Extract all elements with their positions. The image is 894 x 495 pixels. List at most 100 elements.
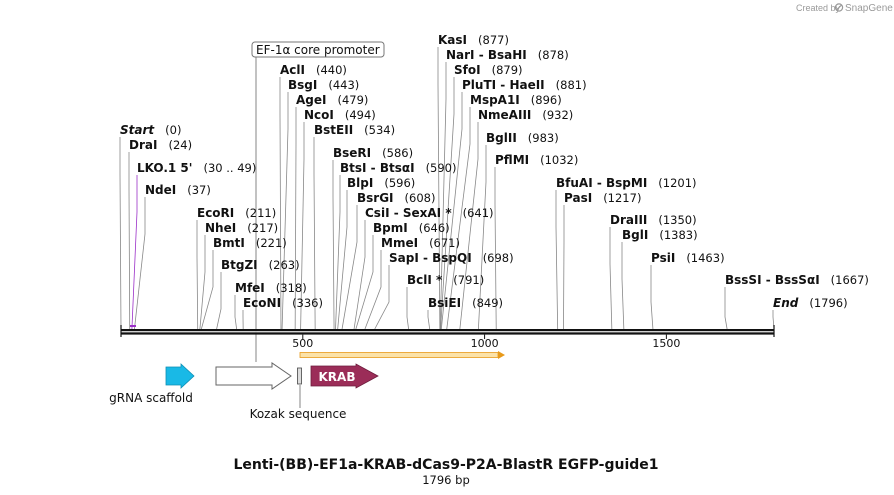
site-position: (0) <box>165 123 181 137</box>
site-leader-line <box>427 310 431 330</box>
site-name: BglII <box>486 131 517 145</box>
site-leader-line <box>119 137 122 330</box>
site-name: AclI <box>280 63 305 77</box>
site-label: EcoNI(336) <box>243 296 323 310</box>
site-label: BsgI(443) <box>288 78 359 92</box>
site-name: EcoNI <box>243 296 281 310</box>
site-leader-line <box>128 152 131 330</box>
site-leader-line <box>234 295 238 330</box>
site-position: (881) <box>556 78 587 92</box>
site-position: (1667) <box>831 273 869 287</box>
site-position: (494) <box>345 108 376 122</box>
site-label: DraI(24) <box>129 138 192 152</box>
site-position: (608) <box>405 191 436 205</box>
site-leader-line <box>199 235 206 330</box>
site-name: Start <box>120 123 155 137</box>
site-label: BsrGI(608) <box>357 191 435 205</box>
grna-scaffold-feature: gRNA scaffold <box>109 363 195 405</box>
site-position: (534) <box>364 123 395 137</box>
site-position: (932) <box>542 108 573 122</box>
site-label: BglI(1383) <box>622 228 698 242</box>
site-position: (791) <box>453 273 484 287</box>
site-leader-lines <box>119 47 775 330</box>
site-name: PflMI <box>495 153 529 167</box>
site-position: (1463) <box>686 251 724 265</box>
site-position: (646) <box>419 221 450 235</box>
site-leader-line <box>364 250 382 330</box>
site-leader-line <box>555 190 559 330</box>
scale-tick-label: 1500 <box>652 337 680 350</box>
site-name: SfoI <box>454 63 481 77</box>
site-label: BtsI - BtsαI(590) <box>340 161 457 175</box>
map-length: 1796 bp <box>422 473 470 487</box>
site-leader-line <box>440 77 455 330</box>
site-leader-line <box>459 122 479 330</box>
site-position: (263) <box>269 258 300 272</box>
primer-binding-mark <box>130 325 136 327</box>
site-name: SapI - BspQI <box>389 251 472 265</box>
site-label: BstEII(534) <box>314 123 395 137</box>
site-name: DraIII <box>610 213 647 227</box>
site-position: (30 .. 49) <box>203 161 256 175</box>
feature-leaders <box>255 57 301 408</box>
dna-backbone <box>120 325 775 337</box>
site-label: Start (0) <box>120 123 181 137</box>
site-position: (1383) <box>659 228 697 242</box>
site-leader-line <box>200 250 214 330</box>
site-leader-line <box>131 175 138 330</box>
scale-tick-label: 500 <box>292 337 313 350</box>
site-label: BpmI (646) <box>373 221 450 235</box>
site-label: BfuAI - BspMI(1201) <box>556 176 697 190</box>
site-position: (1796) <box>809 296 847 310</box>
site-position: (879) <box>492 63 523 77</box>
site-label: PluTI - HaeII (881) <box>462 78 587 92</box>
site-position: (590) <box>426 161 457 175</box>
ef1a-promoter-callout: EF-1α core promoter <box>251 41 385 58</box>
site-name: PluTI - HaeII <box>462 78 545 92</box>
site-position: (586) <box>382 146 413 160</box>
site-position: (983) <box>528 131 559 145</box>
site-name: BlpI <box>347 176 373 190</box>
site-name: NarI - BsaHI <box>446 48 527 62</box>
orf-bar <box>299 351 505 359</box>
site-label: LKO.1 5'(30 .. 49) <box>137 161 256 175</box>
site-leader-line <box>300 122 305 330</box>
grna-scaffold-label: gRNA scaffold <box>109 391 193 405</box>
site-labels: Start (0)DraI(24) LKO.1 5'(30 .. 49) NdeI (3… <box>120 33 869 310</box>
site-label: SapI - BspQI(698) <box>389 251 514 265</box>
site-name: AgeI <box>296 93 326 107</box>
site-position: (896) <box>531 93 562 107</box>
site-leader-line <box>446 107 471 330</box>
site-name: BpmI <box>373 221 408 235</box>
site-position: (217) <box>247 221 278 235</box>
map-title: Lenti-(BB)-EF1a-KRAB-dCas9-P2A-BlastR EG… <box>233 457 658 473</box>
site-leader-line <box>478 145 487 330</box>
site-label: MfeI(318) <box>235 281 307 295</box>
site-leader-line <box>609 227 613 330</box>
site-position: (596) <box>384 176 415 190</box>
site-leader-line <box>279 77 282 330</box>
site-leader-line <box>621 242 625 330</box>
site-label: BlpI (596) <box>347 176 415 190</box>
site-leader-line <box>196 220 199 330</box>
site-leader-line <box>494 167 497 330</box>
site-name: NdeI <box>145 183 176 197</box>
site-label: BseRI(586) <box>333 146 413 160</box>
kozak-label: Kozak sequence <box>250 407 347 421</box>
site-name: PsiI <box>651 251 675 265</box>
site-leader-line <box>437 47 441 330</box>
site-position: (1350) <box>658 213 696 227</box>
site-name: NcoI <box>304 108 334 122</box>
snapgene-logo-icon <box>834 3 844 12</box>
site-label: PasI(1217) <box>564 191 641 205</box>
site-position: (877) <box>478 33 509 47</box>
site-label: PflMI(1032) <box>495 153 578 167</box>
site-leader-line <box>353 220 366 330</box>
site-label: NmeAIII(932) <box>478 108 573 122</box>
site-position: (878) <box>538 48 569 62</box>
promoter-label: EF-1α core promoter <box>256 43 380 57</box>
site-name: KasI <box>438 33 467 47</box>
site-position: (479) <box>337 93 368 107</box>
